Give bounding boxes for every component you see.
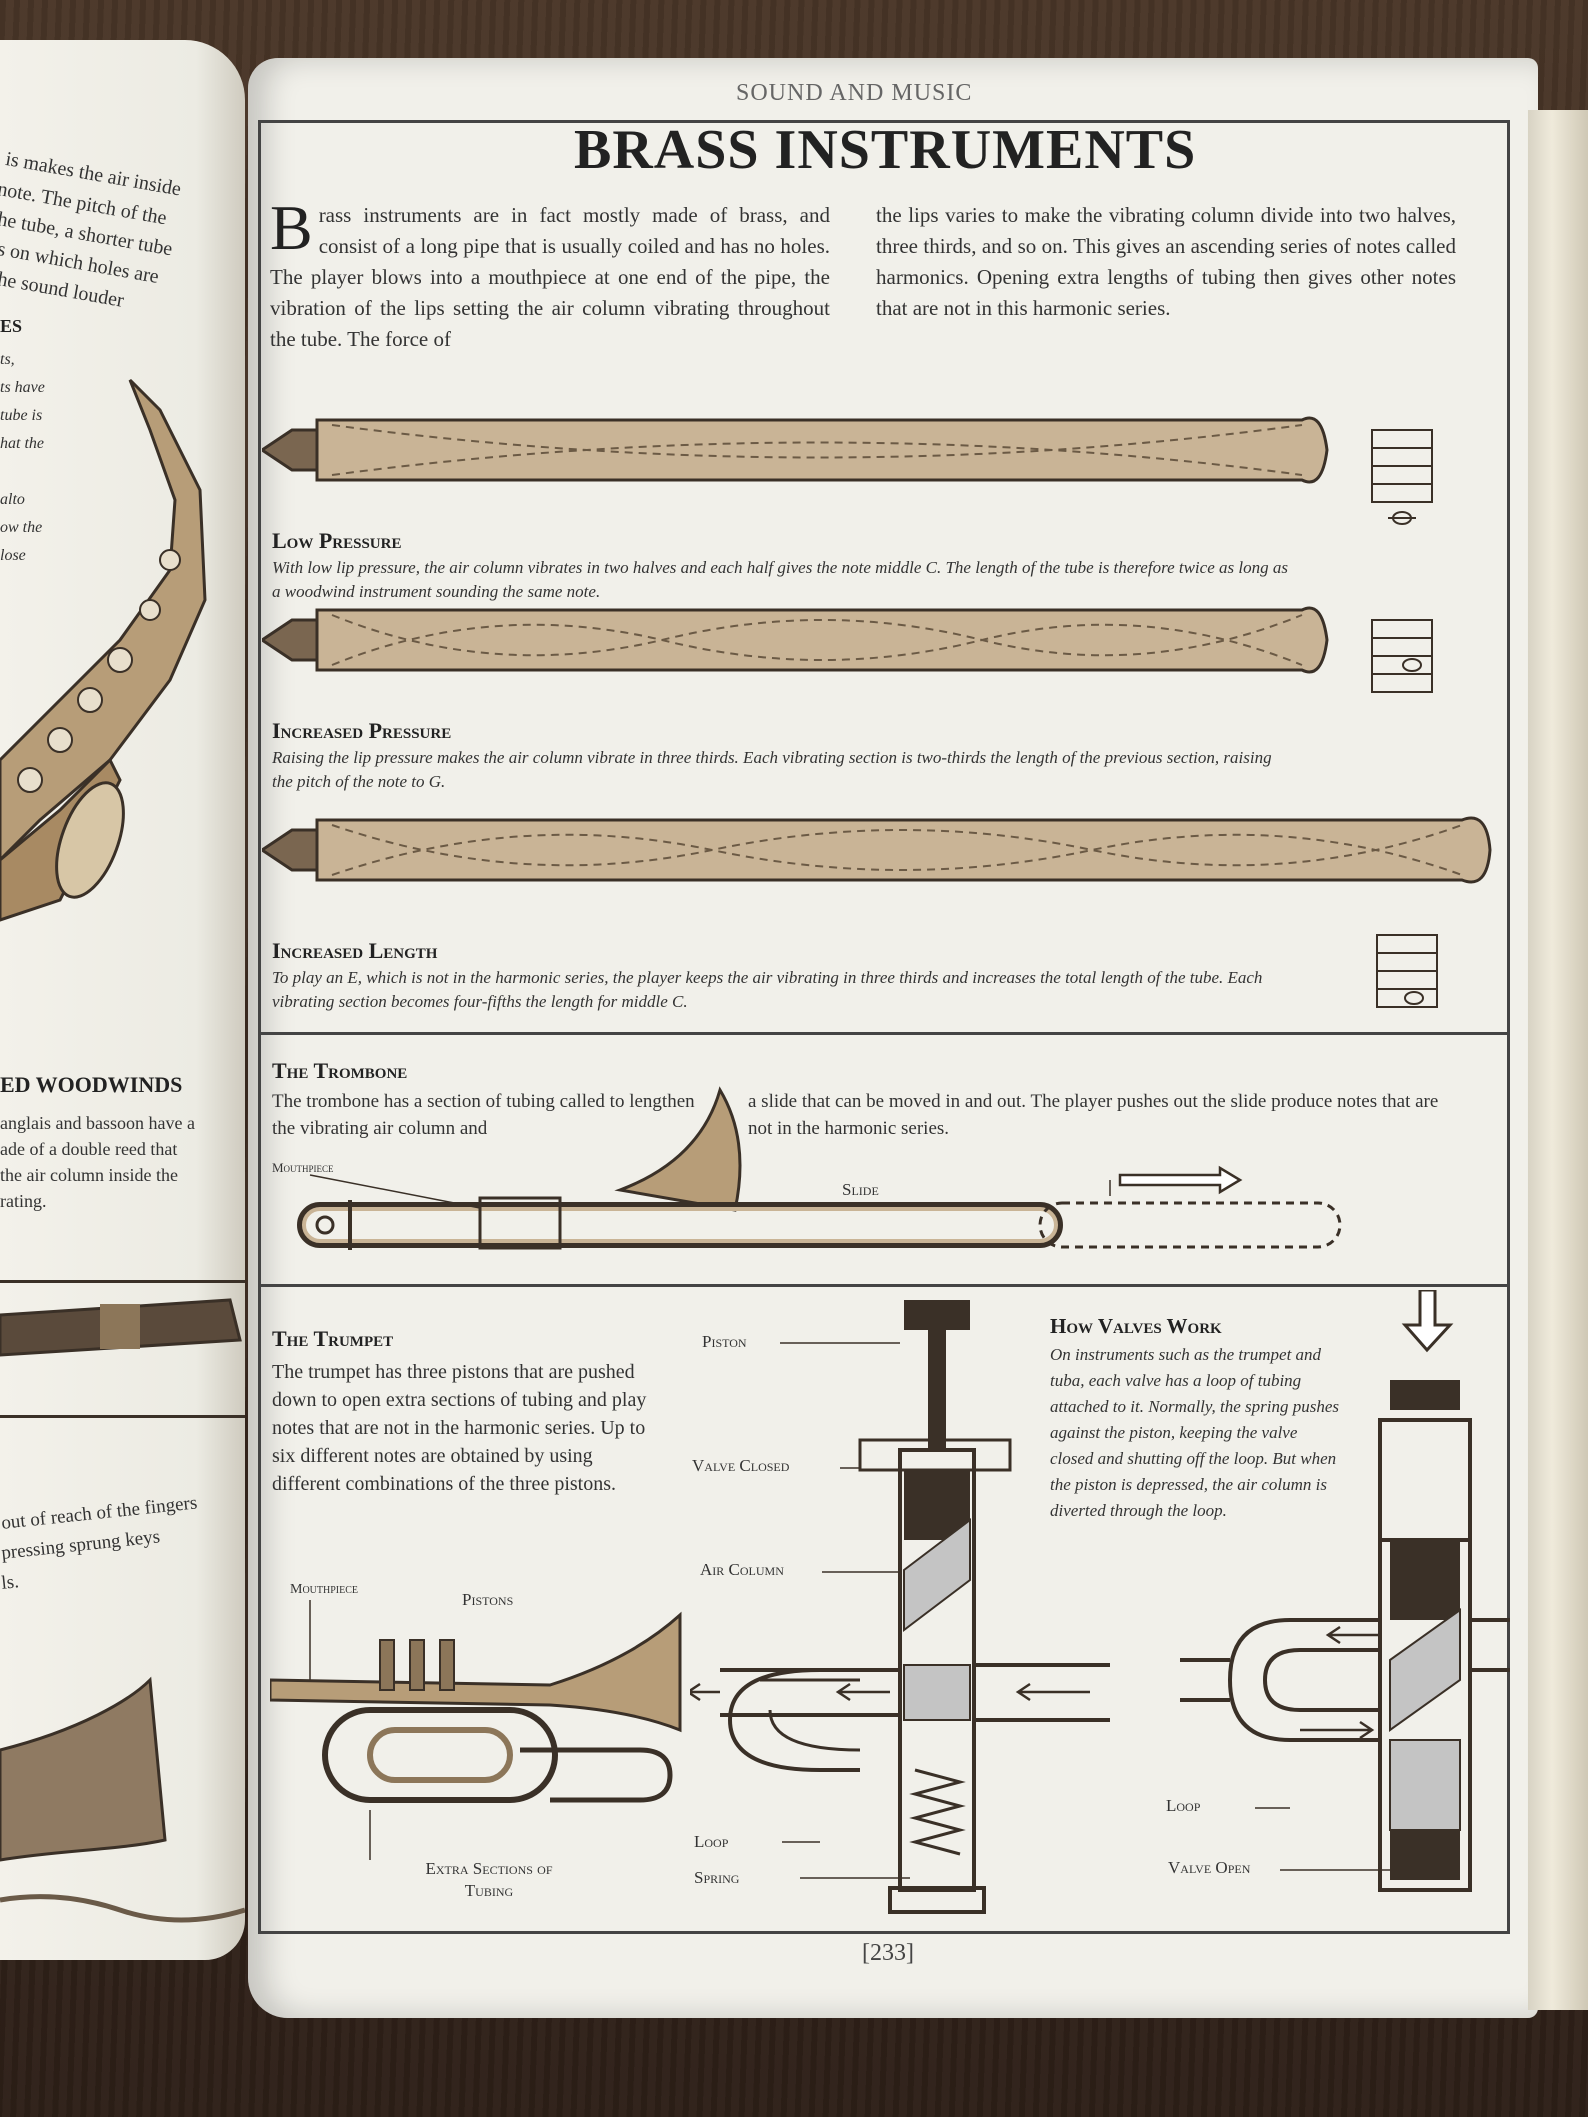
left-page: is makes the air inside note. The pitch … (0, 40, 245, 1960)
music-staff-g (1371, 619, 1433, 693)
running-head: SOUND AND MUSIC (736, 80, 973, 106)
left-page-line: lose (0, 547, 26, 564)
low-pressure-text: With low lip pressure, the air column vi… (272, 558, 1288, 601)
loop-label-2: Loop (1166, 1796, 1201, 1815)
reed-instrument-illustration (0, 1280, 245, 1357)
music-staff-e (1376, 934, 1438, 1008)
left-page-woodwinds-heading: ED WOODWINDS (0, 1072, 183, 1097)
trombone-heading: The Trombone (272, 1058, 408, 1083)
page-edges (1528, 110, 1588, 2010)
left-page-line: the air column inside the (0, 1165, 178, 1185)
trombone-text-left: The trombone has a section of tubing cal… (272, 1091, 695, 1139)
left-page-divider (0, 1415, 245, 1418)
increased-pressure-heading: Increased Pressure (272, 718, 452, 743)
page-title: BRASS INSTRUMENTS (574, 119, 1197, 181)
trombone-illustration (297, 1086, 1342, 1250)
increased-pressure-text: Raising the lip pressure makes the air c… (272, 748, 1272, 791)
trombone-text-right: a slide that can be moved in and out. Th… (748, 1091, 1439, 1139)
section-divider (258, 1284, 1507, 1287)
air-column-label: Air Column (700, 1560, 784, 1579)
trombone-slide-label: Slide (842, 1180, 879, 1199)
left-page-line: ow the (0, 519, 43, 536)
left-page-line: ts have (0, 379, 45, 396)
left-page-line: ts, (0, 351, 15, 368)
left-page-line: rating. (0, 1191, 47, 1211)
valve-open-diagram (1180, 1290, 1510, 1892)
valve-open-label: Valve Open (1168, 1858, 1251, 1877)
left-page-line: tube is (0, 407, 43, 424)
trumpet-extra-tubing-label: Extra Sections of Tubing (425, 1859, 553, 1900)
intro-right-column: the lips varies to make the vibrating co… (876, 203, 1456, 320)
leader-lines (780, 1342, 1390, 1879)
bell-illustration (0, 1676, 245, 1923)
how-valves-work-text: On instruments such as the trumpet and t… (1050, 1345, 1339, 1520)
left-page-line: hat the (0, 435, 44, 452)
content-frame (258, 120, 1510, 1934)
spring-label: Spring (694, 1868, 740, 1887)
section-divider (258, 1032, 1507, 1035)
piston-label: Piston (702, 1332, 747, 1351)
valve-closed-label: Valve Closed (692, 1456, 790, 1475)
trombone-mouthpiece-label: Mouthpiece (272, 1160, 334, 1175)
music-staff-c (1371, 429, 1433, 525)
increased-length-heading: Increased Length (272, 938, 438, 963)
valve-diagrams (690, 1290, 1510, 1914)
trumpet-illustration (270, 1600, 682, 1860)
trumpet-heading: The Trumpet (272, 1326, 394, 1351)
tube-increased-pressure (262, 606, 1329, 674)
increased-length-text: To play an E, which is not in the harmon… (272, 968, 1263, 1011)
left-page-line: ade of a double reed that (0, 1139, 178, 1159)
trumpet-mouthpiece-label: Mouthpiece (290, 1582, 358, 1597)
tube-increased-length (262, 816, 1492, 884)
valve-closed-diagram (690, 1300, 1110, 1914)
left-page-line: anglais and bassoon have a (0, 1113, 195, 1133)
left-page-subhead: ES (0, 316, 23, 336)
drop-cap: B (270, 192, 313, 263)
left-page-line: ls. (0, 1571, 20, 1594)
trumpet-text: The trumpet has three pistons that are p… (272, 1361, 647, 1495)
loop-label: Loop (694, 1832, 729, 1851)
harmonics-diagrams (262, 416, 1492, 1008)
intro-left-text: rass instruments are in fact mostly made… (270, 203, 830, 351)
left-page-line: alto (0, 491, 25, 508)
trumpet-pistons-label: Pistons (462, 1590, 514, 1609)
low-pressure-heading: Low Pressure (272, 528, 402, 553)
tube-low-pressure (262, 416, 1329, 484)
how-valves-work-heading: How Valves Work (1050, 1314, 1222, 1338)
saxophone-illustration (0, 378, 207, 922)
page-number: [233] (862, 1940, 914, 1966)
